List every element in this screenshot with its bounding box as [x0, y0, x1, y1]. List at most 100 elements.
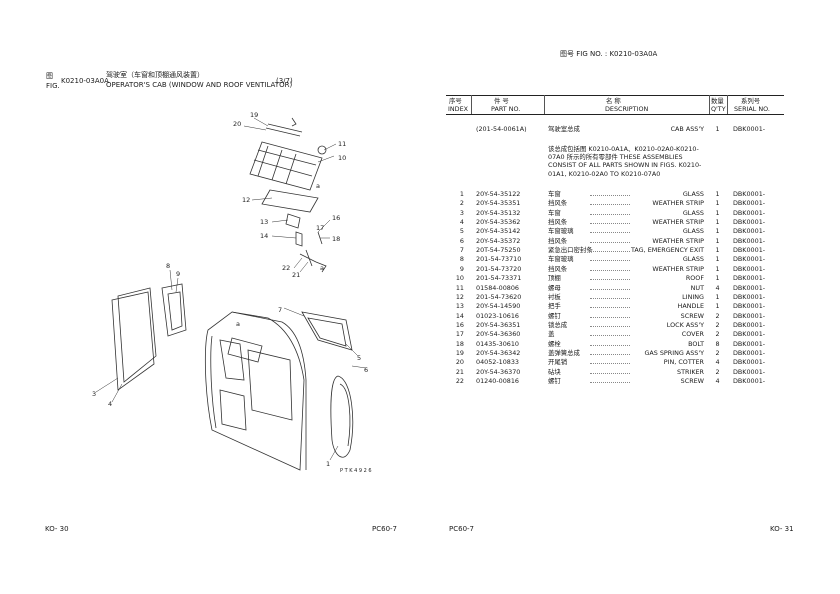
row-name-cn: 开尾销	[548, 358, 568, 367]
row-leader-dots	[590, 232, 630, 234]
row-leader-dots	[590, 335, 630, 337]
row-qty: 2	[715, 367, 720, 376]
callout-22: 22	[282, 264, 290, 272]
row-description: WEATHER STRIP	[652, 199, 704, 208]
row-serial: DBK0001-	[733, 292, 766, 301]
row-index: 6	[459, 236, 464, 245]
row-qty: 1	[715, 199, 720, 208]
callout-labels: 19 20 11 10 a 12 13 14 16 17 18 22 21 a …	[92, 111, 372, 474]
glass-7	[301, 311, 353, 351]
row-qty: 4	[715, 283, 720, 292]
row-serial: DBK0001-	[733, 274, 766, 283]
right-footer-model: PC60-7	[449, 525, 474, 533]
roof-ventilator-parts	[249, 117, 327, 273]
row-leader-dots	[590, 241, 630, 243]
right-footer-page: KO- 31	[770, 525, 794, 533]
assembly-desc: CAB ASS'Y	[670, 125, 704, 133]
row-index: 21	[455, 367, 464, 376]
left-footer-page: KO- 30	[45, 525, 69, 533]
row-serial: DBK0001-	[733, 348, 766, 357]
row-name-cn: 顶棚	[548, 274, 561, 283]
col-index-cn: 序号	[449, 97, 462, 105]
row-qty: 1	[715, 208, 720, 217]
row-part-no: 201-54-73620	[476, 292, 522, 301]
row-qty: 1	[715, 274, 720, 283]
row-name-cn: 螺钉	[548, 311, 561, 320]
assembly-part-no: (201-54-0061A)	[476, 125, 527, 133]
glass-1	[330, 375, 354, 458]
left-footer-model: PC60-7	[372, 525, 397, 533]
row-serial: DBK0001-	[733, 330, 766, 339]
row-index: 9	[459, 264, 464, 273]
row-name-cn: 螺钉	[548, 377, 561, 385]
row-description: COVER	[681, 330, 704, 339]
row-index: 19	[455, 348, 464, 357]
row-leader-dots	[590, 279, 630, 281]
arrow-marker	[291, 117, 297, 127]
row-description: STRIKER	[677, 367, 704, 376]
row-serial: DBK0001-	[733, 320, 766, 329]
row-part-no: 01584-00806	[476, 283, 519, 292]
callout-a-3: a	[236, 320, 240, 328]
row-leader-dots	[590, 372, 630, 374]
cab-roof-opening	[227, 337, 263, 363]
row-part-no: 20Y-54-35372	[476, 236, 521, 245]
row-index: 4	[459, 218, 464, 227]
row-serial: DBK0001-	[733, 339, 766, 348]
title-cn: 驾驶室（车窗和顶棚通风装置）	[106, 71, 204, 79]
row-qty: 1	[715, 227, 720, 236]
row-qty: 1	[715, 264, 720, 273]
row-leader-dots	[590, 288, 630, 290]
col-serial-cn: 系列号	[741, 97, 761, 105]
callout-6: 6	[364, 366, 368, 374]
callout-20: 20	[233, 120, 241, 128]
row-serial: DBK0001-	[733, 302, 766, 311]
row-name-cn: 把手	[548, 302, 561, 311]
row-serial: DBK0001-	[733, 227, 766, 236]
row-description: WEATHER STRIP	[652, 236, 704, 245]
row-name-cn: 锁总成	[548, 320, 568, 329]
callout-a: a	[316, 182, 320, 190]
row-qty: 4	[715, 358, 720, 367]
row-description: WEATHER STRIP	[652, 218, 704, 227]
row-description: GAS SPRING ASS'Y	[644, 348, 704, 357]
row-qty: 1	[715, 236, 720, 245]
a-arrow	[315, 261, 327, 273]
row-description: GLASS	[682, 190, 704, 198]
cab-side-opening	[247, 349, 293, 421]
row-name-cn: 车窗	[548, 190, 561, 198]
title-en: OPERATOR'S CAB (WINDOW AND ROOF VENTILAT…	[106, 81, 293, 89]
row-part-no: 201-54-73710	[476, 255, 522, 264]
table-header-rule	[446, 114, 784, 115]
col-index-en: INDEX	[448, 105, 469, 113]
col-qty-cn: 数量	[711, 97, 724, 105]
cab-door-opening	[219, 389, 247, 431]
row-serial: DBK0001-	[733, 255, 766, 264]
row-description: GLASS	[682, 208, 704, 217]
row-leader-dots	[590, 382, 630, 383]
cab-window-opening	[219, 339, 245, 381]
roof-part	[249, 141, 323, 191]
window-parts	[111, 283, 354, 458]
row-description: SCREW	[680, 377, 704, 385]
callout-12: 12	[242, 196, 250, 204]
row-index: 18	[455, 339, 464, 348]
col-desc-en: DESCRIPTION	[605, 105, 649, 113]
row-description: BOLT	[688, 339, 704, 348]
row-name-cn: 挡风条	[548, 236, 568, 245]
row-name-cn: 紧急出口密封条	[548, 246, 593, 255]
callout-19: 19	[250, 111, 258, 119]
row-description: NUT	[690, 283, 704, 292]
row-name-cn: 盖	[548, 330, 555, 339]
row-leader-dots	[590, 251, 630, 253]
row-index: 8	[459, 255, 464, 264]
row-qty: 1	[715, 218, 720, 227]
row-leader-dots	[590, 297, 630, 299]
callout-5: 5	[357, 354, 361, 362]
fig-number: K0210-03A0A	[61, 77, 109, 85]
row-part-no: 20Y-54-35351	[476, 199, 521, 208]
callout-18: 18	[332, 235, 340, 243]
handle-bar	[265, 123, 303, 137]
row-qty: 2	[715, 348, 720, 357]
row-part-no: 20T-54-75250	[476, 246, 521, 255]
